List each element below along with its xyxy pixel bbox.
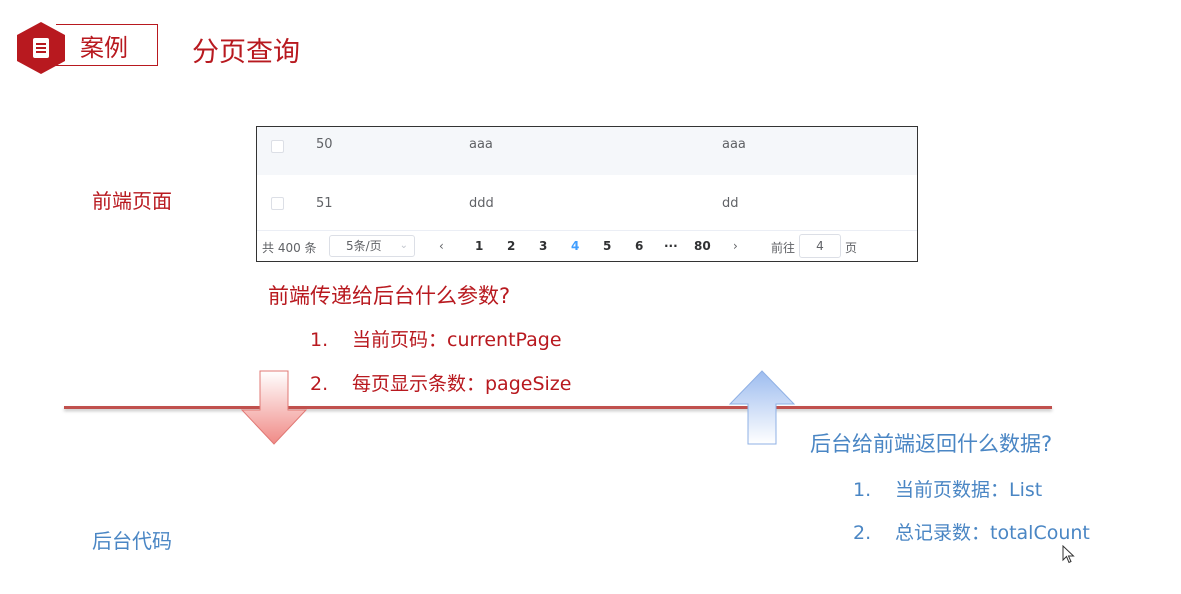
arrow-down-icon: [240, 370, 308, 445]
backend-question-title: 后台给前端返回什么数据?: [810, 432, 1053, 456]
page-number-button[interactable]: 5: [603, 239, 612, 253]
frontend-param-item: 1. 当前页码：currentPage: [310, 325, 562, 352]
chevron-down-icon: ⌄: [399, 240, 408, 251]
mouse-cursor-icon: [1062, 545, 1075, 564]
list-number: 2.: [853, 522, 872, 544]
row-cell: aaa: [722, 137, 746, 152]
page-title: 分页查询: [192, 37, 300, 68]
more-pages-button[interactable]: ···: [664, 239, 678, 253]
next-page-button[interactable]: ›: [733, 239, 738, 253]
row-cell: ddd: [469, 196, 494, 211]
page-suffix-label: 页: [845, 241, 858, 255]
paged-table-screenshot: 50 aaa aaa 51 ddd dd 共 400 条 5条/页 ⌄ ‹ 1 …: [256, 126, 918, 262]
list-text: 总记录数：totalCount: [895, 522, 1090, 544]
backend-label: 后台代码: [92, 529, 172, 553]
page-number-button[interactable]: 3: [539, 239, 548, 253]
page-size-select[interactable]: 5条/页 ⌄: [329, 235, 415, 257]
backend-return-item: 1. 当前页数据：List: [853, 475, 1042, 502]
row-checkbox[interactable]: [271, 197, 284, 210]
page-number-button[interactable]: 6: [635, 239, 644, 253]
page-number-button[interactable]: 2: [507, 239, 516, 253]
frontend-backend-divider: [64, 406, 1052, 409]
list-number: 2.: [310, 373, 329, 395]
row-cell: aaa: [469, 137, 493, 152]
list-number: 1.: [310, 329, 329, 351]
row-cell: dd: [722, 196, 739, 211]
page-size-value: 5条/页: [346, 239, 382, 253]
document-icon: [33, 38, 49, 58]
table-row: 51 ddd dd: [257, 179, 917, 231]
case-badge-label: 案例: [80, 33, 128, 62]
arrow-up-icon: [728, 370, 796, 445]
list-text: 当前页码：currentPage: [352, 329, 562, 351]
frontend-label: 前端页面: [92, 189, 172, 213]
goto-page-input[interactable]: 4: [799, 234, 841, 258]
row-checkbox[interactable]: [271, 140, 284, 153]
page-number-button[interactable]: 80: [694, 239, 711, 253]
pagination-total: 共 400 条: [262, 241, 317, 255]
pagination: 共 400 条 5条/页 ⌄ ‹ 1 2 3 4 5 6 ··· 80 › 前往…: [257, 233, 917, 261]
frontend-param-item: 2. 每页显示条数：pageSize: [310, 369, 571, 396]
page-number-button[interactable]: 1: [475, 239, 484, 253]
goto-label: 前往: [771, 241, 796, 255]
row-id: 51: [316, 196, 333, 211]
prev-page-button[interactable]: ‹: [439, 239, 444, 253]
list-number: 1.: [853, 479, 872, 501]
case-badge: 案例: [56, 24, 158, 66]
frontend-question-title: 前端传递给后台什么参数?: [268, 284, 511, 308]
page-number-button-active[interactable]: 4: [571, 239, 580, 253]
table-row: 50 aaa aaa: [257, 127, 917, 175]
list-text: 当前页数据：List: [895, 479, 1043, 501]
list-text: 每页显示条数：pageSize: [352, 373, 572, 395]
row-id: 50: [316, 137, 333, 152]
backend-return-item: 2. 总记录数：totalCount: [853, 518, 1090, 545]
